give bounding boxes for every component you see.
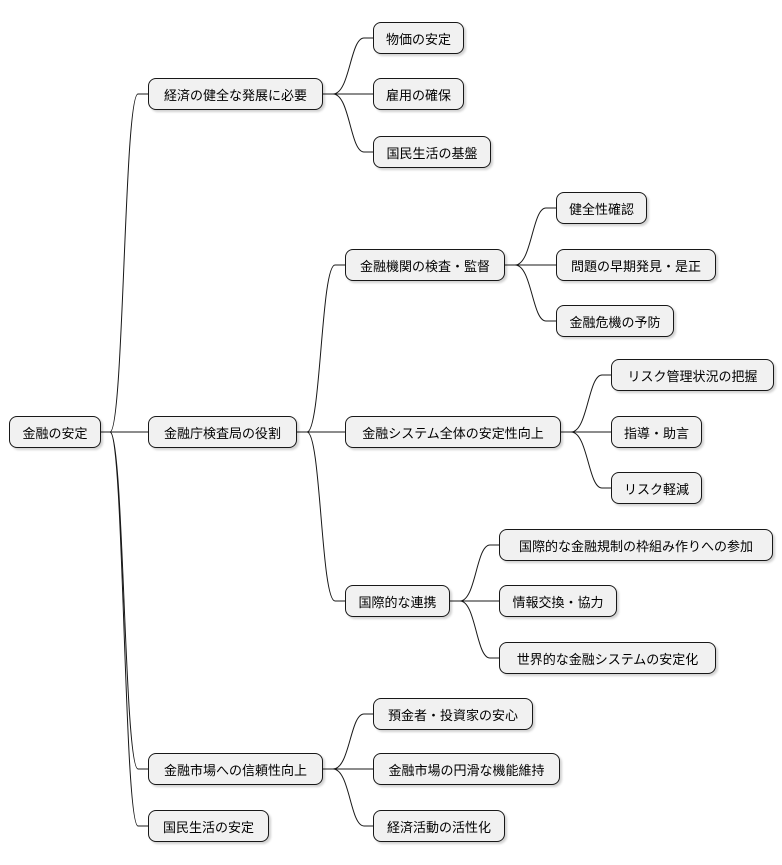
leaf-market-function: 金融市場の円滑な機能維持 (373, 753, 560, 785)
branch-inspection-role-node: 金融庁検査局の役割 (148, 416, 297, 448)
edge-root-livelihood (101, 431, 148, 827)
sub-international-cooperation-node: 国際的な連携 (345, 585, 450, 617)
leaf-information-exchange: 情報交換・協力 (499, 585, 617, 617)
edge-trust-activity (323, 768, 373, 827)
branch-market-trust-node: 金融市場への信頼性向上 (148, 753, 323, 785)
edge-trust-depositors (323, 713, 373, 770)
leaf-livelihood-foundation: 国民生活の基盤 (373, 136, 491, 168)
leaf-risk-status: リスク管理状況の把握 (611, 359, 774, 391)
edge-economy-price (323, 37, 373, 95)
sub-system-stability-node: 金融システム全体の安定性向上 (345, 416, 561, 448)
leaf-guidance-advice: 指導・助言 (611, 416, 702, 448)
leaf-early-detection: 問題の早期発見・是正 (556, 249, 716, 281)
leaf-regulatory-framework: 国際的な金融規制の枠組み作りへの参加 (499, 529, 773, 561)
leaf-crisis-prevention: 金融危機の予防 (556, 305, 674, 337)
leaf-depositor-confidence: 預金者・投資家の安心 (373, 698, 533, 730)
leaf-price-stability: 物価の安定 (373, 22, 464, 54)
edge-role-international (297, 431, 345, 602)
sub-inspection-supervision-node: 金融機関の検査・監督 (345, 249, 505, 281)
edge-root-trust (101, 431, 148, 770)
leaf-soundness-check: 健全性確認 (556, 192, 647, 224)
edge-role-inspection (297, 264, 345, 433)
edge-economy-foundation (323, 93, 373, 153)
edge-intl-global (450, 600, 499, 659)
edge-inspection-soundness (505, 207, 556, 266)
edge-system-risk-status (561, 374, 611, 433)
edge-intl-framework (450, 544, 499, 602)
leaf-risk-reduction: リスク軽減 (611, 472, 702, 504)
edge-system-risk-reduce (561, 431, 611, 489)
edge-inspection-crisis (505, 264, 556, 322)
branch-economy-node: 経済の健全な発展に必要 (148, 78, 323, 110)
leaf-global-stabilization: 世界的な金融システムの安定化 (499, 642, 716, 674)
edge-root-economy (101, 93, 148, 433)
leaf-economic-activity: 経済活動の活性化 (373, 810, 505, 842)
branch-livelihood-stability-node: 国民生活の安定 (148, 810, 269, 842)
root-node: 金融の安定 (9, 416, 101, 448)
leaf-employment: 雇用の確保 (373, 78, 464, 110)
